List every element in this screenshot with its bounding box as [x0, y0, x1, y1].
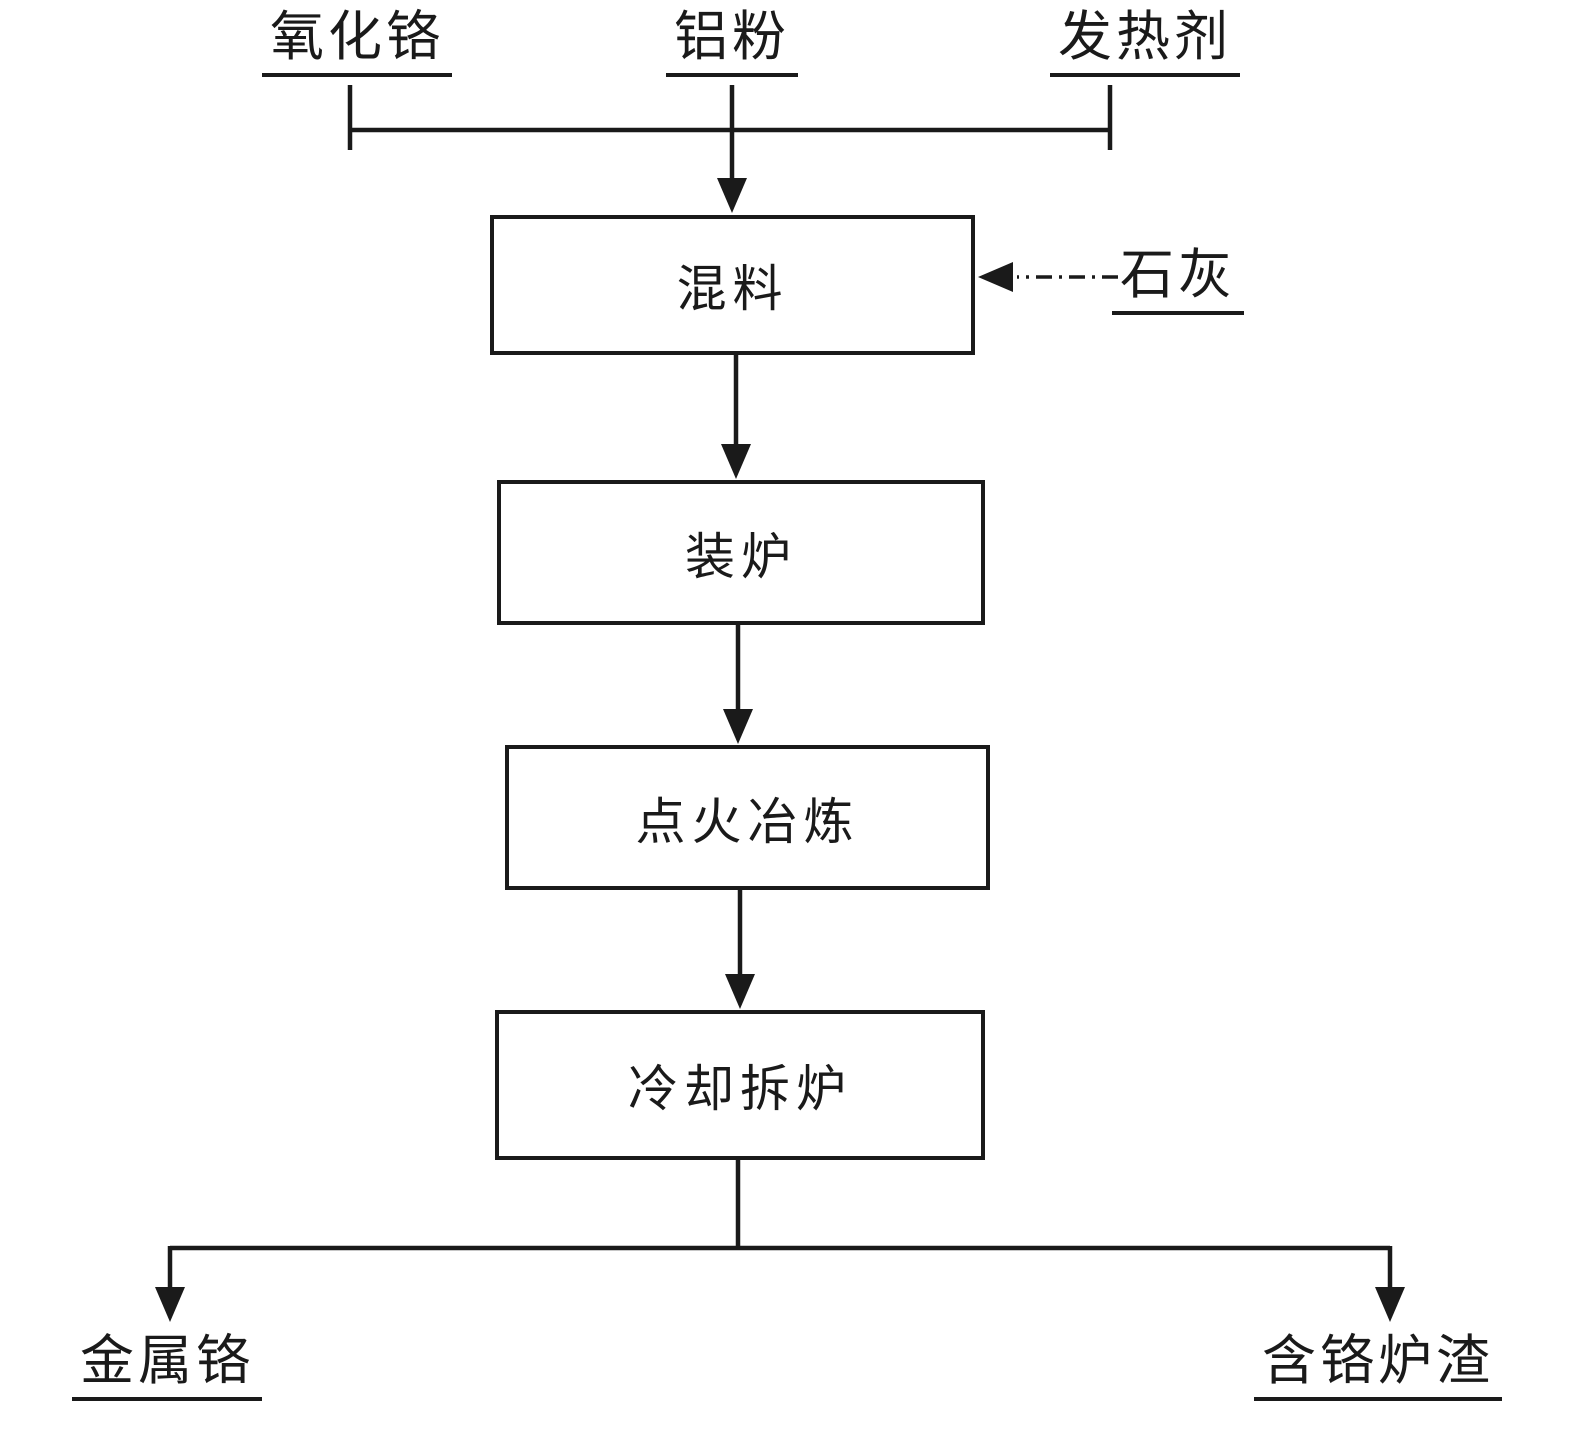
step-label-mixing: 混料: [676, 261, 789, 317]
output-label-metallic-chromium: 金属铬: [72, 1331, 262, 1402]
step-box-ignition-smelting: 点火冶炼: [505, 745, 990, 890]
step-box-cooling-dismantling: 冷却拆炉: [495, 1010, 985, 1160]
step-label-ignition-smelting: 点火冶炼: [635, 793, 860, 850]
arrowhead-into-charging-icon: [721, 444, 751, 479]
side-input-label-text: 石灰: [1112, 245, 1244, 316]
arrowhead-into-cooling-icon: [725, 974, 755, 1009]
step-box-furnace-charging: 装炉: [497, 480, 985, 625]
side-input-label-lime: 石灰: [1112, 245, 1244, 316]
output-label-chromium-slag: 含铬炉渣: [1254, 1331, 1502, 1402]
input-label-text: 发热剂: [1050, 7, 1240, 78]
arrowhead-into-smelting-icon: [723, 709, 753, 744]
step-label-cooling-dismantling: 冷却拆炉: [628, 1061, 852, 1117]
arrowhead-lime-icon: [978, 262, 1013, 292]
output-label-text: 金属铬: [72, 1331, 262, 1402]
step-box-mixing: 混料: [490, 215, 975, 355]
input-label-heating-agent: 发热剂: [1050, 7, 1240, 78]
arrowhead-into-mixing-icon: [717, 178, 747, 213]
arrowhead-metallic-chromium-icon: [155, 1287, 185, 1322]
arrowhead-chromium-slag-icon: [1375, 1287, 1405, 1322]
input-label-text: 铝粉: [666, 7, 798, 78]
input-label-aluminum-powder: 铝粉: [666, 7, 798, 78]
output-label-text: 含铬炉渣: [1254, 1331, 1502, 1402]
input-label-chromium-oxide: 氧化铬: [262, 7, 452, 78]
input-label-text: 氧化铬: [262, 7, 452, 78]
step-label-furnace-charging: 装炉: [685, 528, 797, 585]
